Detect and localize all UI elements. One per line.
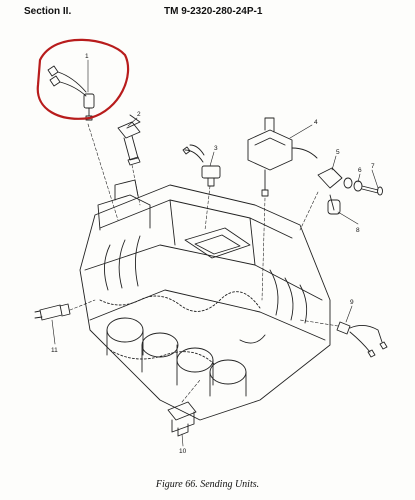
item-4-sender-assembly (247, 117, 318, 197)
callout-5: 5 (336, 149, 340, 156)
callout-8: 8 (356, 227, 360, 234)
callout-7: 7 (371, 163, 375, 170)
item-9-sender (336, 321, 388, 358)
callout-2: 2 (137, 111, 141, 118)
callout-11: 11 (51, 347, 58, 354)
figure-caption: Figure 66. Sending Units. (155, 479, 260, 490)
intake-manifold-illustration (79, 179, 331, 421)
highlight-circle (36, 38, 130, 120)
item-1-wiring-harness (47, 65, 95, 121)
item-11-fitting (34, 303, 71, 321)
callout-3: 3 (214, 145, 218, 152)
leader-lines (51, 59, 379, 447)
callout-1: 1 (85, 53, 89, 60)
callout-9: 9 (350, 299, 354, 306)
section-label: Section II. (24, 6, 72, 17)
item-2-sender (117, 114, 141, 166)
callout-6: 6 (358, 167, 362, 174)
item-3-switch (182, 144, 221, 187)
callout-labels: 1 2 3 4 5 6 7 8 9 10 11 (51, 53, 375, 455)
callout-10: 10 (179, 448, 187, 455)
item-10-sender (167, 401, 197, 437)
callout-4: 4 (314, 119, 318, 126)
manual-number: TM 9-2320-280-24P-1 (164, 6, 263, 17)
items-5-8-hardware (317, 167, 383, 215)
